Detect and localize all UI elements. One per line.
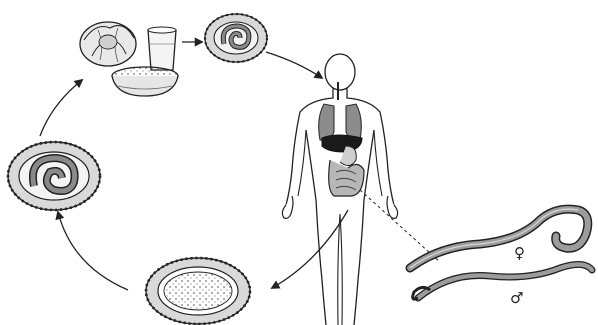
cycle-arrow-icon bbox=[40, 80, 82, 136]
human-body-icon bbox=[282, 54, 397, 325]
larva-in-egg-icon bbox=[205, 14, 267, 62]
water-glass-icon bbox=[148, 27, 176, 70]
cycle-arrow-icon bbox=[266, 52, 322, 78]
adult-worm-icon: ♀ ♂ bbox=[410, 209, 592, 307]
pointer-line bbox=[360, 190, 440, 262]
cabbage-icon bbox=[80, 22, 136, 66]
male-symbol: ♂ bbox=[510, 289, 523, 307]
food-bowl-icon bbox=[112, 67, 178, 96]
female-symbol: ♀ bbox=[514, 244, 525, 262]
cycle-arrow-icon bbox=[272, 210, 348, 288]
embryonated-egg-icon bbox=[8, 142, 100, 210]
cycle-arrow-icon bbox=[58, 212, 128, 290]
contaminated-food-group bbox=[80, 22, 178, 96]
fertilized-egg-icon bbox=[146, 258, 250, 324]
